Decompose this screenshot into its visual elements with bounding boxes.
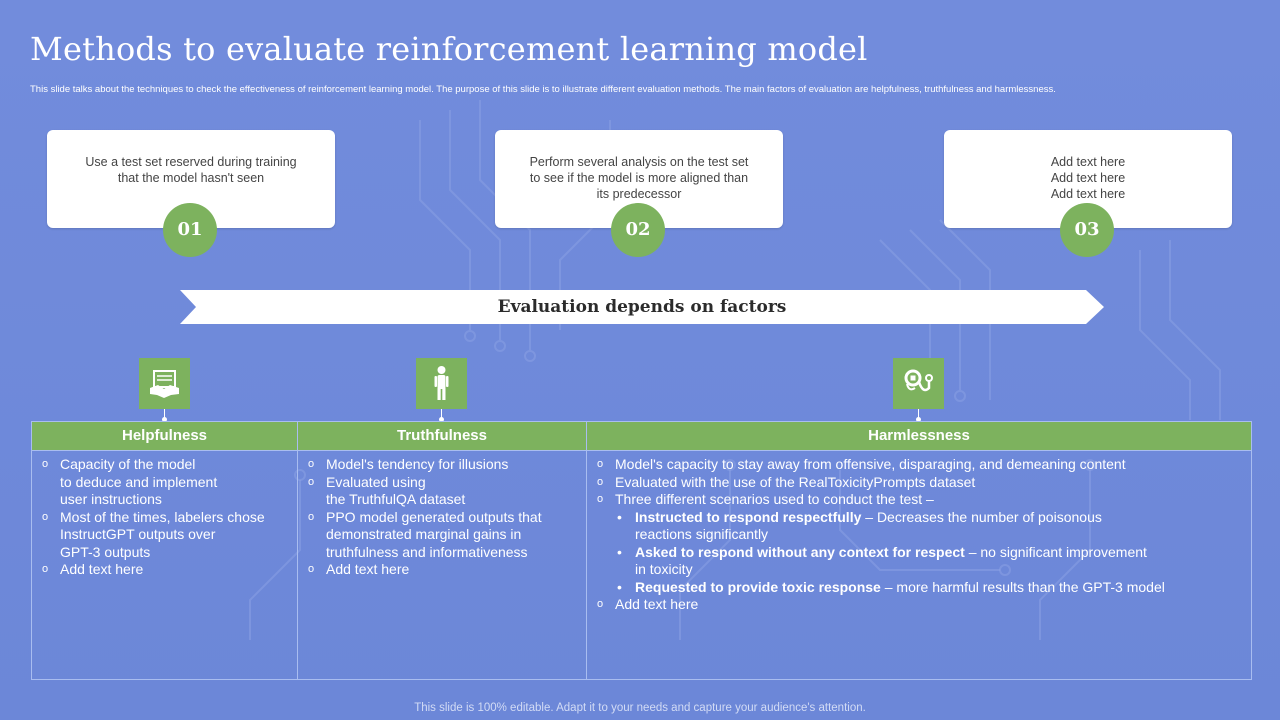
connector-dot-2 (439, 417, 444, 422)
scenario-item: •Requested to provide toxic response – m… (617, 578, 1165, 595)
banner-text: Evaluation depends on factors (497, 297, 787, 317)
step-number-1: 01 (163, 203, 217, 257)
footer-note: This slide is 100% editable. Adapt it to… (414, 702, 866, 714)
step-number-2: 02 (611, 203, 665, 257)
step-text-1: Use a test set reserved during training … (85, 155, 297, 185)
page-title: Methods to evaluate reinforcement learni… (30, 30, 868, 68)
connector-line-1 (164, 409, 165, 421)
banner-arrow-shape (180, 290, 1104, 324)
page-subtitle: This slide talks about the techniques to… (30, 84, 1056, 95)
person-icon (416, 358, 467, 409)
step-text-2: Perform several analysis on the test set… (529, 155, 749, 201)
handshake-icon (139, 358, 190, 409)
step-card-2: Perform several analysis on the test set… (495, 130, 783, 228)
connector-line-3 (918, 409, 919, 421)
step-number-3: 03 (1060, 203, 1114, 257)
scenario-item: •Asked to respond without any context fo… (617, 543, 1147, 578)
column-header-helpfulness: Helpfulness (32, 422, 297, 451)
connector-dot-1 (162, 417, 167, 422)
stethoscope-icon (893, 358, 944, 409)
connector-line-2 (441, 409, 442, 421)
factors-banner: Evaluation depends on factors (180, 290, 1104, 324)
connector-dot-3 (916, 417, 921, 422)
column-header-truthfulness: Truthfulness (298, 422, 586, 451)
step-text-3: Add text here Add text here Add text her… (1050, 155, 1126, 201)
column-header-harmlessness: Harmlessness (587, 422, 1251, 451)
scenario-item: •Instructed to respond respectfully – De… (617, 508, 1102, 543)
